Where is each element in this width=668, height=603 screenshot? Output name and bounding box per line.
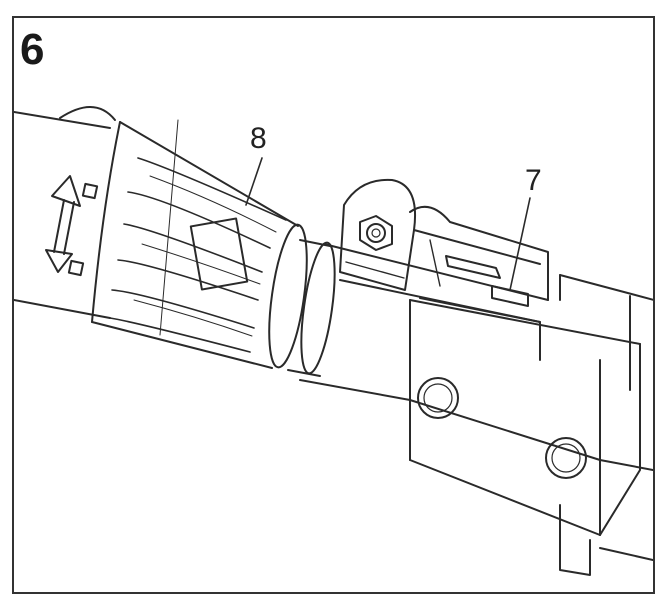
- callout-8-leader: [245, 157, 263, 206]
- locking-collar: [91, 119, 308, 369]
- rotate-arrow-icon: [45, 175, 99, 277]
- callout-8-label: 8: [250, 122, 267, 155]
- hinge-nut: [339, 178, 416, 291]
- step-number: 6: [20, 25, 45, 74]
- coupling-neck: [287, 239, 336, 377]
- housing-body: [299, 243, 653, 576]
- shaft-tube: [14, 106, 116, 319]
- callout-7-leader: [509, 197, 531, 291]
- callout-7-label: 7: [525, 164, 542, 197]
- release-lever: [409, 205, 549, 307]
